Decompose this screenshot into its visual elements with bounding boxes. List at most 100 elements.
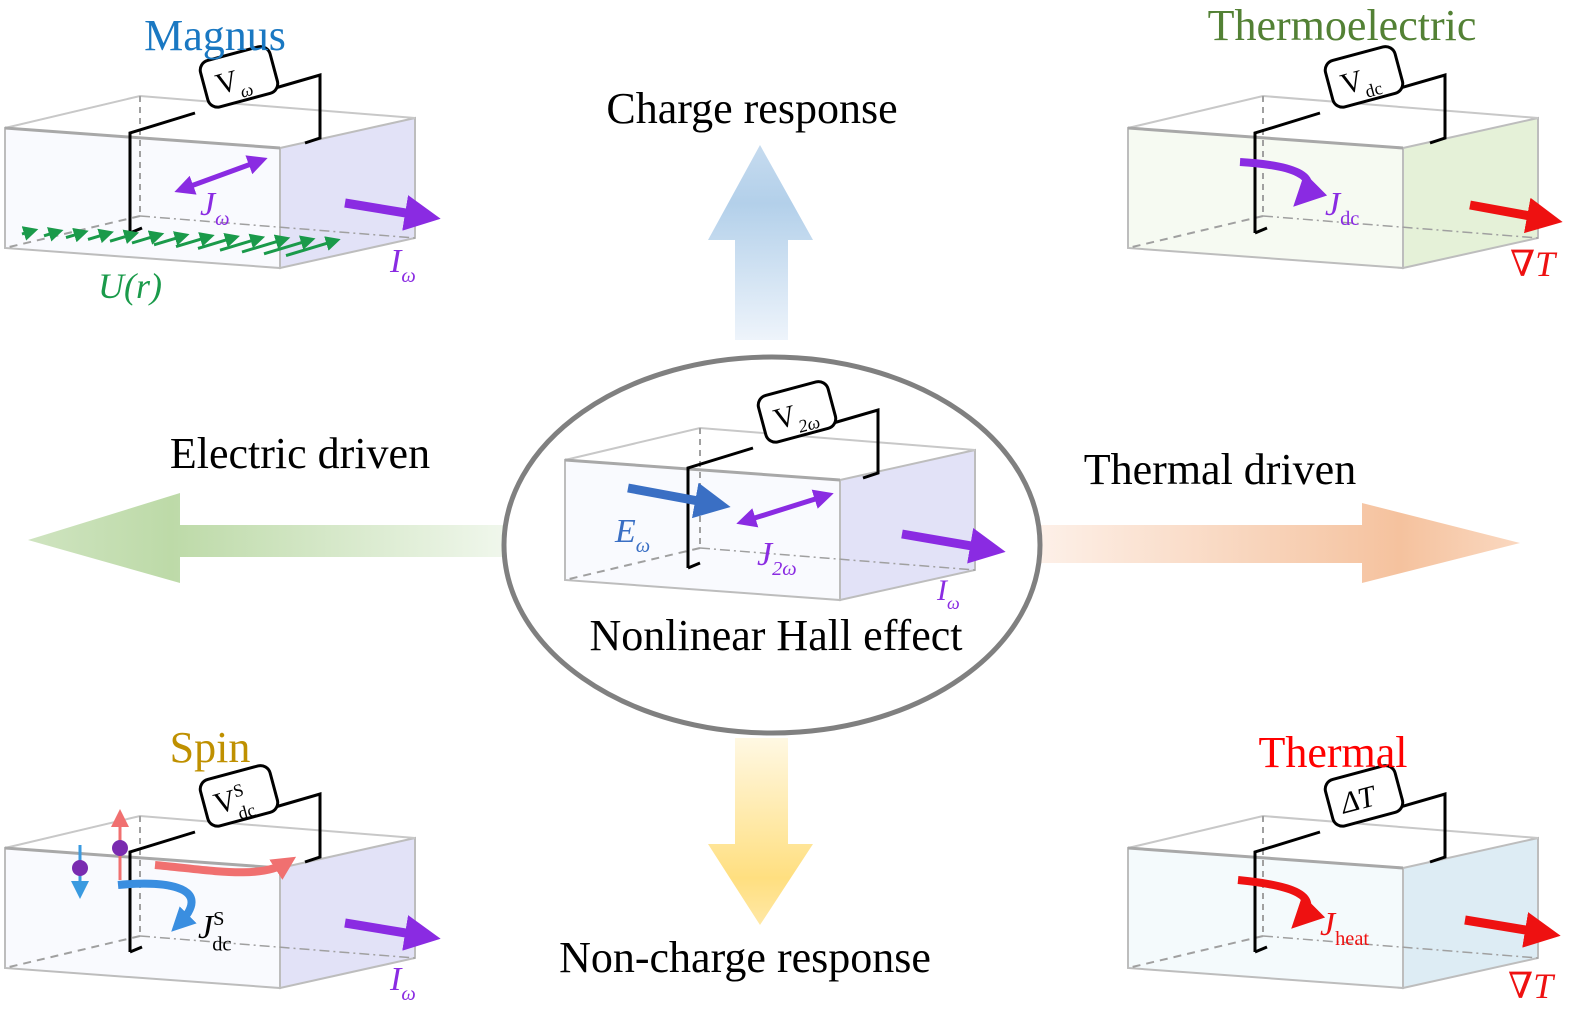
- field-arrow-icon: [87, 228, 114, 244]
- box-front-face: [4, 126, 281, 270]
- label-charge-response: Charge response: [606, 84, 897, 133]
- field-arrow-icon: [241, 234, 291, 254]
- box-hidden-edge: [4, 215, 141, 249]
- gradient-arrow-icon: [1464, 912, 1561, 948]
- box-front-face: [1127, 846, 1404, 990]
- voltmeter-box: V2ω: [756, 380, 838, 444]
- title-thermal: Thermal: [1258, 728, 1407, 777]
- drive-arrow-icon: [901, 527, 1006, 564]
- voltmeter-box: Vdc: [1323, 45, 1405, 109]
- voltmeter-label: VSdc: [210, 778, 258, 829]
- box-front-top-edge: [1127, 846, 1404, 870]
- down-arrow-shape: [708, 738, 813, 925]
- current-arrow-icon: [736, 489, 834, 528]
- drive-label: Iω: [389, 961, 416, 1005]
- voltmeter-box: VSdc: [198, 764, 280, 829]
- box-hidden-edge: [699, 547, 976, 571]
- drive-arrow-icon: [344, 915, 441, 951]
- right-arrow-shape: [1040, 503, 1520, 583]
- current-arrow-icon: [1239, 158, 1328, 207]
- voltmeter-lead-left: [1253, 830, 1321, 952]
- voltmeter-lead-right: [1389, 73, 1447, 145]
- field-arrow-icon: [175, 232, 215, 249]
- label-electric-driven: Electric driven: [170, 429, 430, 478]
- voltmeter-box: ΔT: [1323, 764, 1405, 828]
- center-title: Nonlinear Hall effect: [589, 611, 962, 660]
- voltmeter-lead-left: [1253, 111, 1321, 233]
- voltmeter-lead-right: [822, 408, 880, 480]
- panel-thermal: ΔT Jheat ∇T: [1127, 764, 1561, 1006]
- box-front-face: [1127, 126, 1404, 270]
- arrow-electric-driven: [28, 493, 505, 583]
- left-arrow-shape: [28, 493, 505, 583]
- field-arrow-icon: [21, 226, 39, 241]
- sample-box: [1127, 814, 1539, 990]
- sample-box: [1127, 94, 1539, 270]
- field-arrow-icon: [153, 231, 190, 247]
- box-front-top-edge: [4, 126, 281, 150]
- title-spin: Spin: [170, 723, 251, 772]
- thermometer-thermal: ΔT: [1253, 764, 1447, 954]
- box-front-top-edge: [4, 846, 281, 870]
- field-arrow-icon: [197, 232, 240, 250]
- title-magnus: Magnus: [144, 11, 286, 60]
- arrow-thermal-driven: [1040, 503, 1520, 583]
- heat-current-arrow-icon: [1237, 876, 1326, 929]
- sample-box: [4, 814, 416, 990]
- field-arrow-icon: [131, 230, 165, 245]
- gradient-label: ∇T: [1510, 244, 1558, 284]
- voltmeter-box: Vω: [198, 45, 280, 109]
- gradient-arrow-icon: [1469, 197, 1563, 234]
- arrow-non-charge-response: [708, 738, 813, 925]
- box-hidden-edge: [1127, 215, 1264, 249]
- title-thermoelectric: Thermoelectric: [1208, 1, 1477, 50]
- current-label: Jω: [200, 186, 230, 230]
- box-front-face: [564, 458, 841, 602]
- current-arrow-icon: [174, 155, 268, 195]
- field-label: Eω: [614, 513, 650, 557]
- field-arrow-icon: [263, 235, 316, 256]
- voltmeter-lead-left: [128, 830, 196, 952]
- label-non-charge-response: Non-charge response: [559, 933, 931, 982]
- spin-up-current-icon: [154, 856, 297, 880]
- voltmeter-lead-left: [686, 446, 754, 568]
- box-hidden-edge: [564, 547, 701, 581]
- up-arrow-shape: [708, 145, 813, 340]
- voltmeter-lead-right: [264, 73, 322, 145]
- box-hidden-edge: [4, 935, 141, 969]
- gradient-label: ∇T: [1508, 966, 1556, 1006]
- box-hidden-edge: [1127, 935, 1264, 969]
- field-arrow-icon: [65, 227, 89, 243]
- voltmeter-thermoelectric: Vdc: [1253, 45, 1447, 235]
- heat-current-label: Jheat: [1320, 906, 1369, 950]
- field-arrow-icon: [627, 482, 731, 519]
- box-hidden-edge: [139, 935, 416, 959]
- voltmeter-lead-right: [264, 792, 322, 864]
- drive-label: Iω: [936, 574, 960, 613]
- box-hidden-edge: [1262, 215, 1539, 239]
- field-arrow-icon: [219, 233, 266, 252]
- box-hidden-edge: [1262, 935, 1539, 959]
- voltmeter-lead-left: [128, 111, 196, 233]
- drive-arrow-icon: [344, 195, 441, 231]
- label-thermal-driven: Thermal driven: [1084, 445, 1356, 494]
- center-ellipse: [501, 354, 1043, 736]
- current-label: J2ω: [757, 536, 797, 580]
- box-front-top-edge: [564, 458, 841, 482]
- box-front-top-edge: [1127, 126, 1404, 150]
- spin-particle-icon: [72, 860, 88, 876]
- arrow-charge-response: [708, 145, 813, 340]
- current-label: Jdc: [1325, 186, 1359, 230]
- voltmeter-center: V2ω: [686, 380, 880, 570]
- field-arrow-icon: [285, 236, 341, 258]
- drive-label: Iω: [389, 243, 416, 287]
- field-arrow-icon: [43, 227, 64, 242]
- field-label: U(r): [98, 266, 162, 306]
- box-hidden-edge: [139, 215, 416, 239]
